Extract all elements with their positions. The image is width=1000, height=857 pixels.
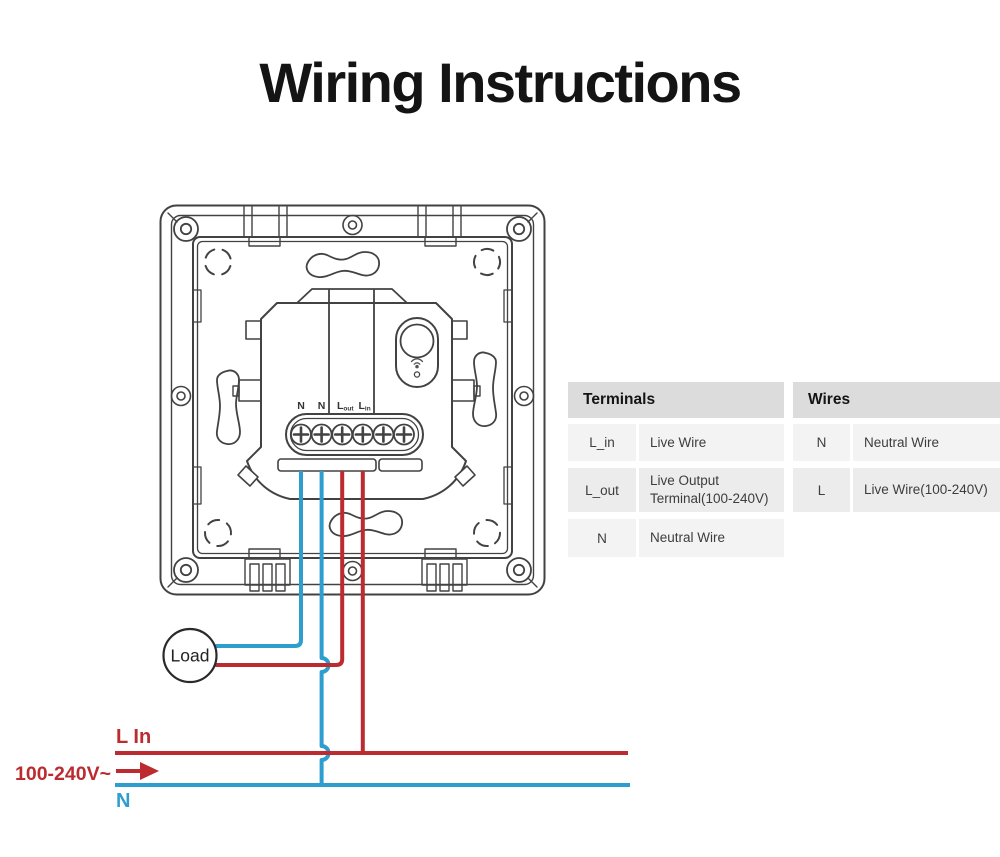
wire-description: Neutral Wire xyxy=(853,424,1000,461)
module-top-arch xyxy=(296,288,408,304)
wifi-button xyxy=(395,317,439,388)
table-row: N Neutral Wire xyxy=(568,519,784,557)
terminal-description: Neutral Wire xyxy=(639,519,784,557)
terminal-key: L_in xyxy=(568,424,636,461)
terminal-key: L_out xyxy=(568,468,636,512)
terminal-label-lout: Lout xyxy=(337,400,354,413)
wire-key: N xyxy=(793,424,850,461)
load-symbol: Load xyxy=(162,627,218,684)
wires-table-header: Wires xyxy=(793,382,1000,418)
terminal-screw xyxy=(331,423,354,446)
wire-description: Live Wire(100-240V) xyxy=(853,468,1000,512)
wire-key: L xyxy=(793,468,850,512)
terminals-table-header: Terminals xyxy=(568,382,784,418)
anti-rotation-marks xyxy=(204,248,501,547)
table-row: N Neutral Wire xyxy=(793,424,1000,461)
terminals-table: Terminals L_in Live Wire L_out Live Outp… xyxy=(568,382,784,564)
table-row: L_in Live Wire xyxy=(568,424,784,461)
load-label: Load xyxy=(171,646,210,666)
wifi-icon xyxy=(410,358,424,369)
terminal-label-n1: N xyxy=(297,400,305,412)
terminal-key: N xyxy=(568,519,636,557)
terminal-labels: N N Lout Lin xyxy=(297,400,371,413)
terminal-label-lin: Lin xyxy=(359,400,371,413)
neutral-wire-to-supply xyxy=(319,471,331,785)
led-indicator xyxy=(413,371,421,378)
terminal-description: Live Output Terminal(100-240V) xyxy=(639,468,784,512)
terminal-screws xyxy=(290,423,415,446)
terminal-screw xyxy=(393,423,415,446)
table-row: L_out Live Output Terminal(100-240V) xyxy=(568,468,784,512)
terminal-screw xyxy=(372,423,395,446)
terminal-screw xyxy=(310,423,333,446)
corner-screws xyxy=(173,216,532,583)
switch-backplate-drawing: N N Lout Lin xyxy=(159,204,546,596)
table-row: L Live Wire(100-240V) xyxy=(793,468,1000,512)
terminal-label-n2: N xyxy=(318,400,326,412)
supply-arrow-head xyxy=(140,762,159,780)
neutral-supply-label: N xyxy=(116,790,130,812)
terminal-description: Live Wire xyxy=(639,424,784,461)
page-title: Wiring Instructions xyxy=(259,51,742,114)
supply-voltage-label: 100-240V~ xyxy=(15,763,111,785)
line-in-label: L In xyxy=(116,726,151,748)
neutral-wire-to-load xyxy=(215,471,303,648)
mounting-plate xyxy=(192,236,513,559)
terminal-screw xyxy=(351,423,374,446)
terminal-screw xyxy=(290,423,312,446)
edge-screws xyxy=(170,214,535,582)
circuit-wiring xyxy=(115,471,630,787)
live-wire-to-load xyxy=(215,471,345,667)
wires-table: Wires N Neutral Wire L Live Wire(100-240… xyxy=(793,382,1000,519)
terminal-block xyxy=(277,413,424,472)
